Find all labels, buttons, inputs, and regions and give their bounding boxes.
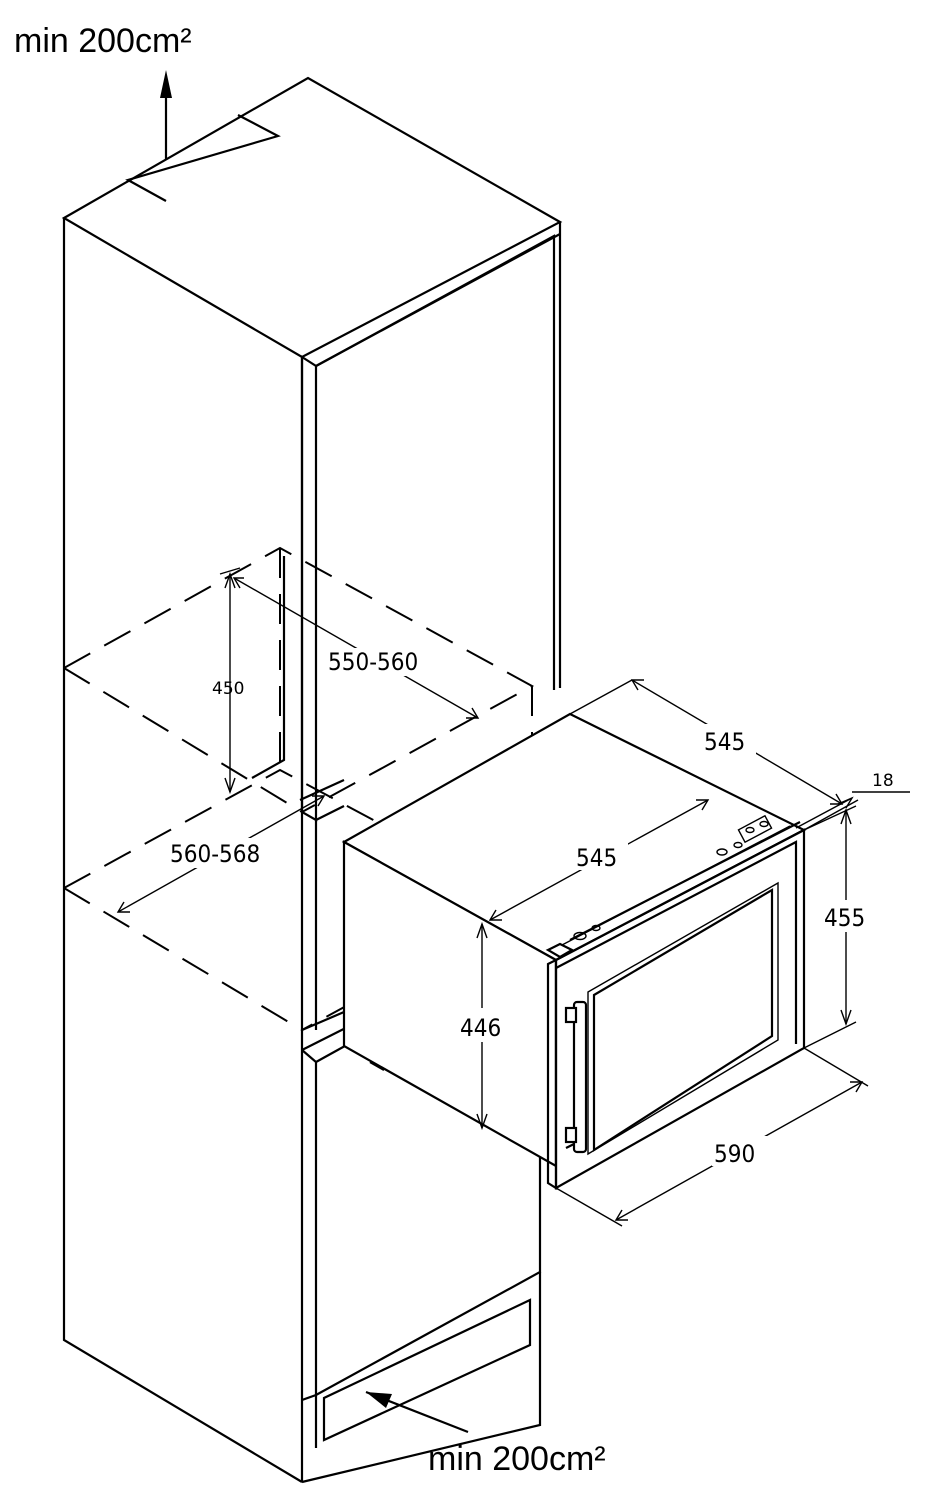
body-height-label: 446 xyxy=(460,1014,501,1042)
niche-height-label: 450 xyxy=(212,679,244,699)
door-thickness-label: 18 xyxy=(872,771,894,791)
ventilation-top xyxy=(160,70,172,160)
appliance xyxy=(341,712,807,1190)
top-ventilation-label: min 200cm² xyxy=(14,22,192,60)
niche-width-label: 560-568 xyxy=(170,840,260,868)
control-panel xyxy=(545,814,805,961)
ventilation-bottom xyxy=(365,1390,469,1434)
appliance-depth-top-label: 545 xyxy=(704,728,745,756)
front-width-label: 590 xyxy=(714,1140,755,1168)
front-height-label: 455 xyxy=(824,904,865,932)
bottom-ventilation-label: min 200cm² xyxy=(428,1440,606,1478)
door-handle xyxy=(564,1000,588,1154)
niche-depth-label: 550-560 xyxy=(328,648,418,676)
dimension-lines xyxy=(116,567,910,1227)
appliance-depth-side-label: 545 xyxy=(576,844,617,872)
